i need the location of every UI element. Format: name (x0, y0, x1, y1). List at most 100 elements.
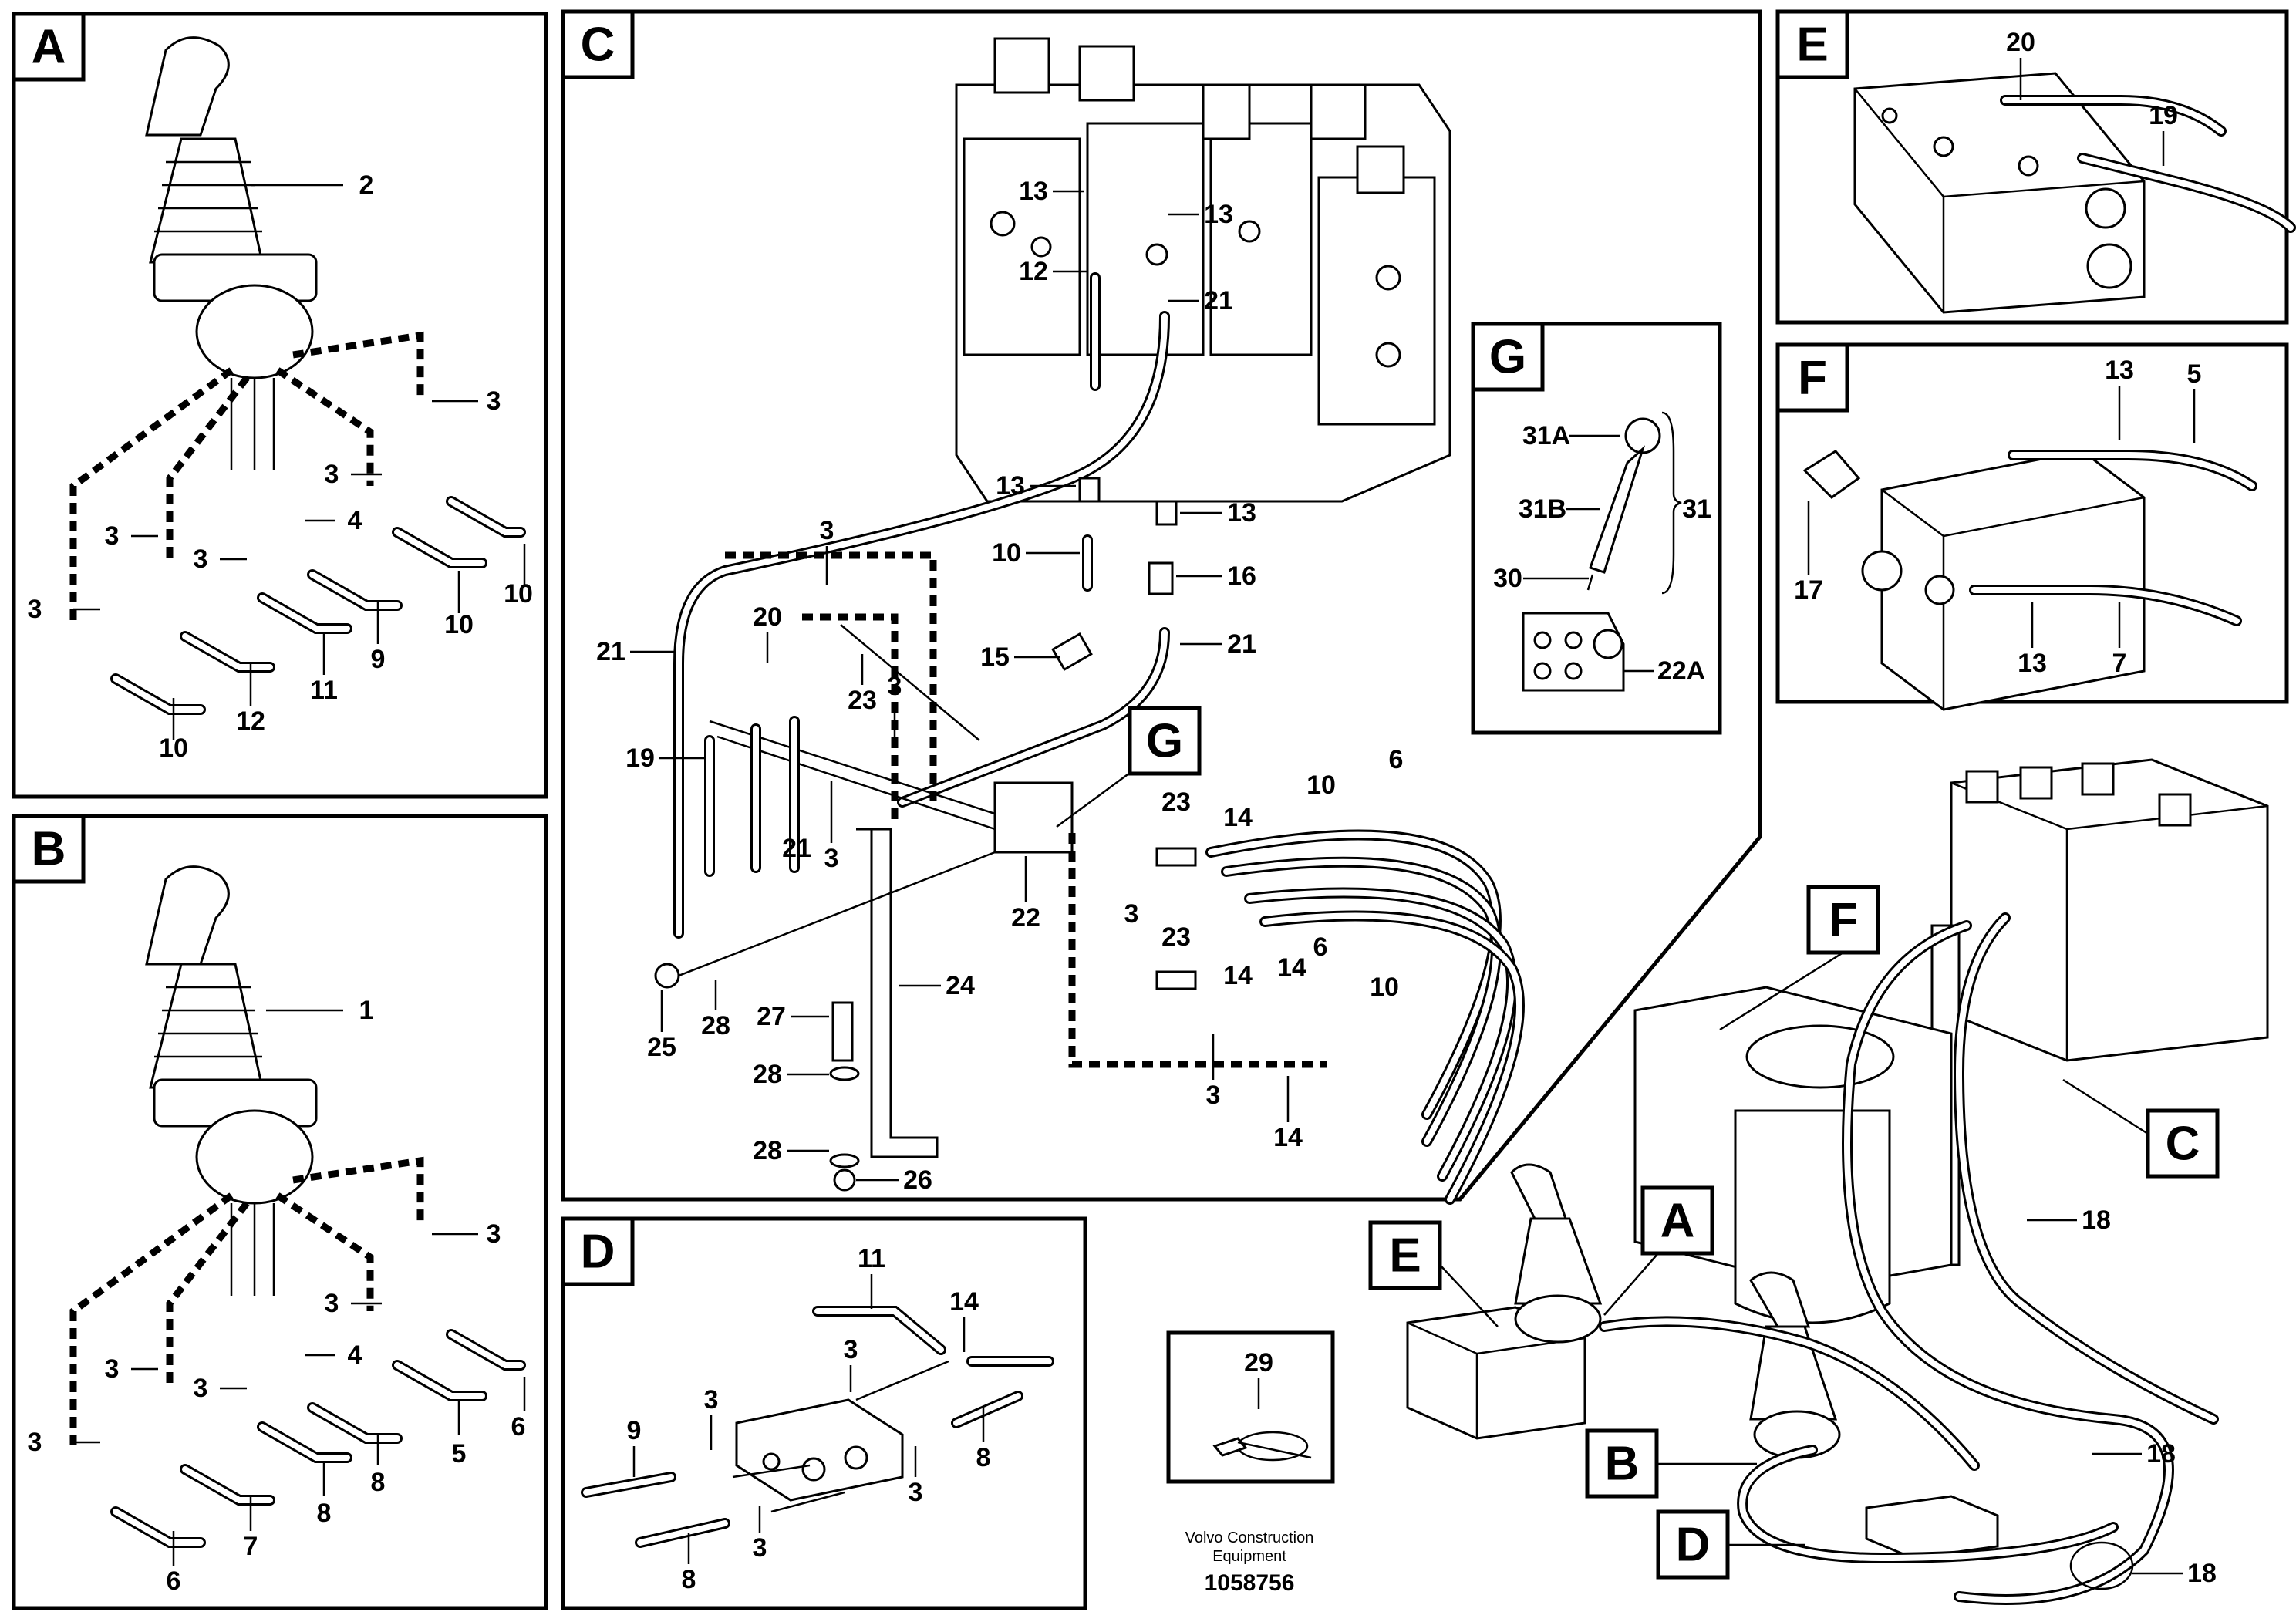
callout-e-19: 19 (2149, 101, 2178, 130)
callout-b-7: 7 (244, 1532, 258, 1561)
panel-f: F 13 5 17 13 7 (1775, 342, 2289, 711)
callout-a-3a: 3 (487, 386, 501, 416)
callout-c-22: 22 (1011, 903, 1040, 932)
callout-c-28a: 28 (701, 1011, 730, 1040)
panel-b: B 1 3 3 3 3 3 4 6 7 8 (12, 814, 548, 1610)
panel-e: E 20 19 (1775, 9, 2296, 325)
footer-company-line2: Equipment (1212, 1548, 1286, 1565)
callout-c-21a: 21 (1204, 286, 1233, 315)
footer: Volvo Construction Equipment 1058756 (1185, 1529, 1314, 1596)
callout-c-12: 12 (1019, 257, 1048, 286)
callout-b-3d: 3 (194, 1374, 208, 1403)
callout-g-22a: 22A (1657, 656, 1705, 686)
callout-b-5: 5 (452, 1439, 467, 1469)
footer-drawing-number: 1058756 (1205, 1570, 1295, 1596)
callout-29: 29 (1244, 1348, 1273, 1378)
callout-d-11: 11 (858, 1244, 885, 1273)
callout-d-3a: 3 (844, 1335, 858, 1364)
callout-c-13d: 13 (1227, 498, 1256, 528)
callout-c-24: 24 (946, 971, 975, 1000)
callout-g-31a: 31A (1522, 421, 1570, 450)
panel-g-label: G (1489, 331, 1526, 384)
callout-a-2: 2 (359, 170, 374, 200)
callout-d-3b: 3 (704, 1385, 719, 1415)
callout-c-10c: 10 (1370, 973, 1399, 1002)
callout-b-3a: 3 (487, 1219, 501, 1249)
callout-f-7: 7 (2112, 649, 2127, 678)
callout-f-5: 5 (2187, 359, 2202, 389)
callout-a-10b: 10 (159, 733, 188, 763)
panel-g: G 31A 31B 31 30 22A (1471, 322, 1722, 735)
callout-c-14d: 14 (1273, 1123, 1303, 1152)
callout-c-13b: 13 (1204, 200, 1233, 229)
callout-b-1: 1 (359, 996, 374, 1025)
callout-d-8b: 8 (976, 1443, 991, 1472)
callout-d-3c: 3 (753, 1533, 767, 1563)
overview-machine: F C A E B D 18 18 18 (1368, 758, 2269, 1605)
callout-c-3a: 3 (820, 516, 834, 545)
overview-c-label: C (2166, 1118, 2200, 1171)
panel-a-label: A (32, 21, 66, 74)
callout-c-21d: 21 (782, 834, 811, 863)
callout-c-13c: 13 (996, 471, 1025, 501)
callout-c-3b: 3 (888, 672, 902, 701)
callout-b-4: 4 (348, 1340, 362, 1370)
panel-d-label: D (581, 1226, 615, 1279)
callout-c-28b: 28 (753, 1060, 782, 1089)
callout-f-13a: 13 (2105, 356, 2134, 385)
callout-c-3e: 3 (1206, 1081, 1221, 1110)
callout-c-21c: 21 (596, 637, 625, 666)
callout-c-6b: 6 (1313, 932, 1328, 962)
callout-g-30: 30 (1493, 564, 1522, 593)
callout-a-3b: 3 (325, 460, 339, 489)
callout-g-31b: 31B (1519, 494, 1566, 524)
panel-d: D 11 14 3 9 3 3 8 3 8 (561, 1216, 1087, 1610)
callout-a-12: 12 (236, 706, 265, 736)
callout-f-13b: 13 (2018, 649, 2047, 678)
callout-c-25: 25 (647, 1033, 676, 1062)
panel-a: A 2 3 3 3 3 3 4 10 10 12 (12, 12, 548, 799)
overview-e-label: E (1389, 1229, 1421, 1283)
callout-c-13a: 13 (1019, 177, 1048, 206)
callout-c-27: 27 (757, 1002, 786, 1031)
callout-b-3c: 3 (105, 1354, 120, 1384)
panel-e-label: E (1796, 19, 1828, 72)
callout-c-10a: 10 (992, 538, 1021, 568)
callout-b-3e: 3 (28, 1428, 42, 1457)
overview-18a: 18 (2082, 1206, 2111, 1235)
callout-c-14a: 14 (1223, 803, 1253, 832)
overview-18c: 18 (2187, 1559, 2217, 1588)
callout-c-23a: 23 (848, 686, 877, 715)
callout-c-16: 16 (1227, 561, 1256, 591)
panel-c: C (561, 9, 1762, 1205)
callout-a-10a: 10 (504, 579, 533, 609)
callout-c-14c: 14 (1277, 953, 1306, 983)
callout-a-3d: 3 (194, 545, 208, 574)
callout-c-28c: 28 (753, 1136, 782, 1165)
callout-c-3d: 3 (1124, 899, 1139, 929)
callout-g-31: 31 (1682, 494, 1711, 524)
callout-d-9: 9 (627, 1416, 642, 1445)
overview-18b: 18 (2146, 1439, 2176, 1469)
callout-e-20: 20 (2006, 28, 2035, 57)
callout-c-23b: 23 (1161, 787, 1191, 817)
callout-b-3b: 3 (325, 1289, 339, 1318)
overview-d-label: D (1676, 1519, 1711, 1572)
panel-f-label: F (1798, 352, 1827, 405)
callout-a-11: 11 (310, 676, 338, 705)
callout-c-23c: 23 (1161, 922, 1191, 952)
callout-b-6b: 6 (511, 1412, 526, 1442)
panel-b-label: B (32, 823, 66, 876)
callout-c-19: 19 (625, 744, 655, 773)
callout-a-10c: 10 (444, 610, 474, 639)
callout-a-9: 9 (371, 645, 386, 674)
footer-company-line1: Volvo Construction (1185, 1529, 1314, 1546)
callout-f-17: 17 (1794, 575, 1823, 605)
panel-c-label: C (581, 19, 615, 72)
callout-b-6a: 6 (167, 1566, 181, 1596)
callout-c-21b: 21 (1227, 629, 1256, 659)
callout-c-3c: 3 (824, 844, 839, 873)
callout-a-4: 4 (348, 506, 362, 535)
callout-c-10b: 10 (1306, 771, 1336, 800)
